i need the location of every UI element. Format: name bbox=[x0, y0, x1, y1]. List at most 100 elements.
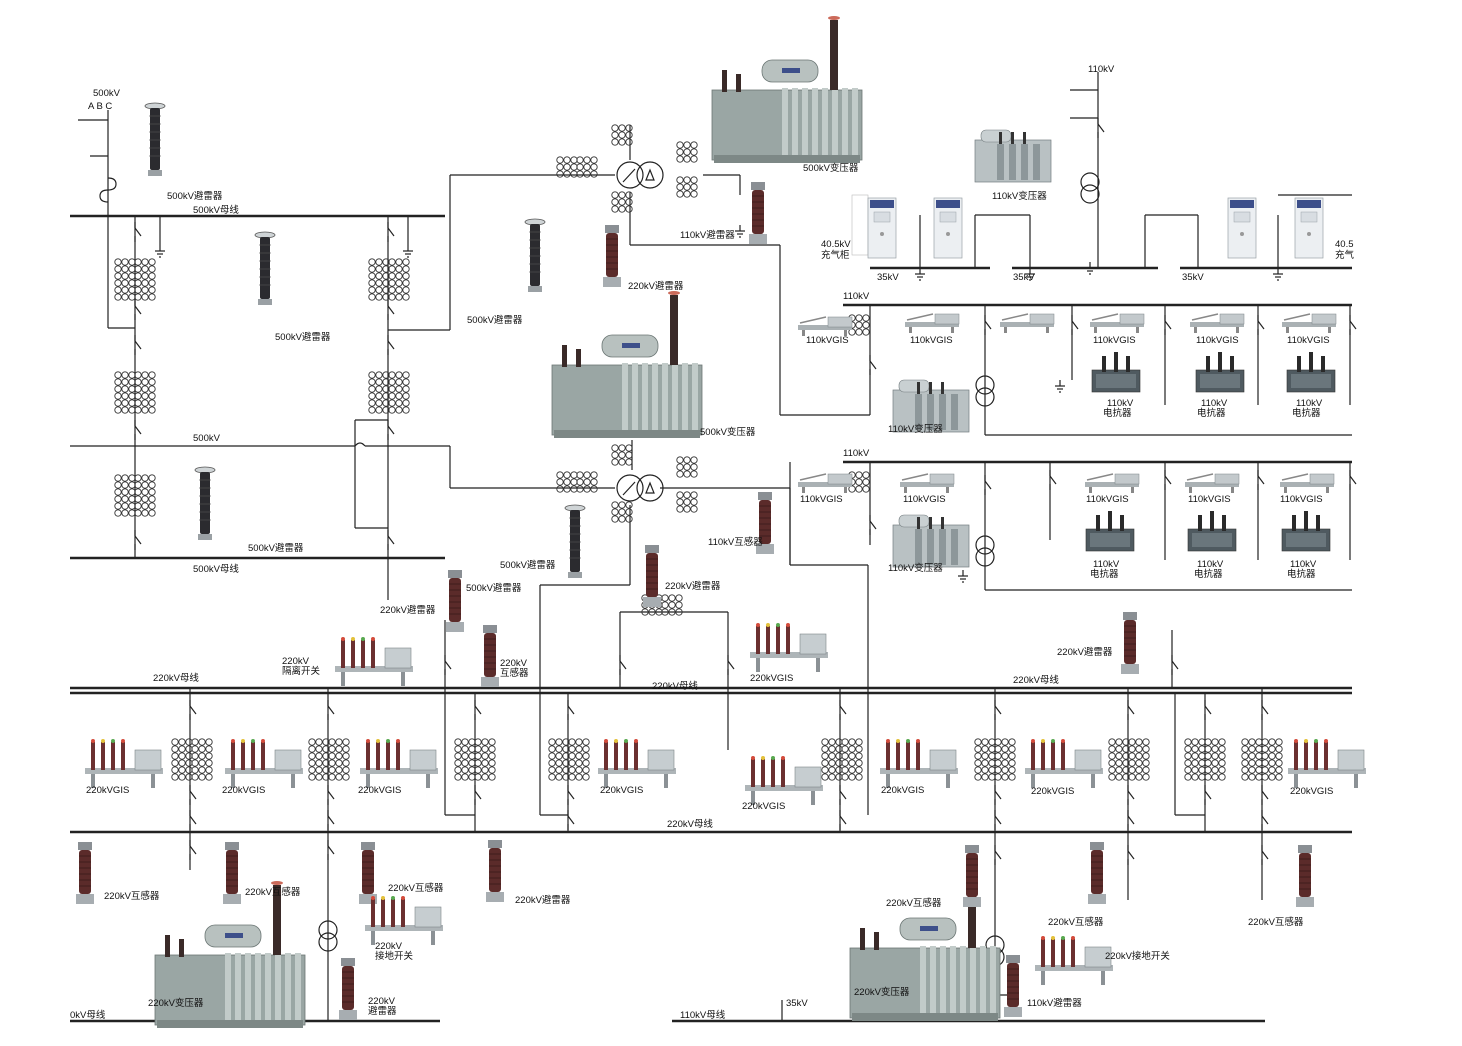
label-arr220-left: 220kV避雷器 bbox=[380, 604, 436, 616]
label-arr500-c: 500kV避雷器 bbox=[500, 559, 556, 571]
label-bus500-bot: 500kV母线 bbox=[193, 563, 239, 575]
label-gis110-j: 110kVGIS bbox=[1280, 494, 1323, 505]
label-arr500-a: 500kV避雷器 bbox=[275, 331, 331, 343]
label-sw220-1: 220kV bbox=[282, 656, 310, 667]
label-gis110-d: 110kVGIS bbox=[1196, 335, 1239, 346]
label-react-f2: 电抗器 bbox=[1287, 568, 1316, 580]
label-bus110-bot: 110kV母线 bbox=[680, 1009, 726, 1021]
label-bus220-c: 220kV母线 bbox=[1013, 674, 1059, 686]
label-ct220-b: 220kV互感器 bbox=[245, 886, 301, 898]
label-ct220-d: 220kV互感器 bbox=[886, 897, 942, 909]
label-cab405-l2: 充气柜 bbox=[821, 249, 850, 261]
switchgear-cabinets bbox=[851, 194, 1324, 259]
label-arr500-top: 500kV避雷器 bbox=[167, 190, 223, 202]
label-react-d1: 110kV bbox=[1093, 559, 1120, 570]
label-bus500-top: 500kV母线 bbox=[193, 204, 239, 216]
label-gis110-a: 110kVGIS bbox=[806, 335, 849, 346]
label-gis110-b: 110kVGIS bbox=[910, 335, 953, 346]
equipment-transformers bbox=[154, 15, 1052, 1029]
label-gis110-i: 110kVGIS bbox=[1188, 494, 1231, 505]
label-gis220-8: 220kVGIS bbox=[1290, 786, 1333, 797]
label-react-b2: 电抗器 bbox=[1197, 407, 1226, 419]
label-react-b1: 110kV bbox=[1201, 398, 1228, 409]
label-gis110-c: 110kVGIS bbox=[1093, 335, 1136, 346]
label-react-c1: 110kV bbox=[1296, 398, 1323, 409]
label-gis110-e: 110kVGIS bbox=[1287, 335, 1330, 346]
label-gis220-1: 220kVGIS bbox=[86, 785, 129, 796]
xf220-b-image bbox=[849, 873, 1001, 1022]
label-gis220-5: 220kVGIS bbox=[742, 801, 785, 812]
label-ct220-1: 220kV bbox=[500, 658, 528, 669]
label-es220-r: 220kV接地开关 bbox=[1105, 950, 1170, 962]
xf110-top-image bbox=[974, 129, 1052, 183]
label-35kv-bot: 35kV bbox=[786, 998, 808, 1009]
label-gis110-f: 110kVGIS bbox=[800, 494, 843, 505]
label-xf110-top: 110kV变压器 bbox=[992, 190, 1047, 202]
label-gis220-7: 220kVGIS bbox=[1031, 786, 1074, 797]
label-react-a2: 电抗器 bbox=[1103, 407, 1132, 419]
label-ct110: 110kV互感器 bbox=[708, 536, 763, 548]
label-xf500-mid: 500kV变压器 bbox=[700, 426, 756, 438]
label-arr220-bl1: 220kV bbox=[368, 996, 396, 1007]
label-react-f1: 110kV bbox=[1290, 559, 1317, 570]
label-gis220-2: 220kVGIS bbox=[222, 785, 265, 796]
label-xf110-b: 110kV变压器 bbox=[888, 562, 943, 574]
label-arr220-top: 220kV避雷器 bbox=[628, 280, 684, 292]
label-ct220-2: 互感器 bbox=[500, 667, 529, 679]
xf500-top-image bbox=[711, 15, 863, 164]
diagram-labels: 500kV A B C 500kV避雷器 500kV母线 500kV避雷器 50… bbox=[70, 64, 1355, 1021]
label-xf220-a: 220kV变压器 bbox=[148, 997, 204, 1009]
label-gis220-4: 220kVGIS bbox=[600, 785, 643, 796]
label-arr110-bot: 110kV避雷器 bbox=[1027, 997, 1082, 1009]
busbars bbox=[70, 214, 1352, 1023]
label-xf110-a: 110kV变压器 bbox=[888, 423, 943, 435]
label-500kv: 500kV bbox=[93, 88, 121, 99]
label-bus220-b: 220kV母线 bbox=[652, 680, 698, 692]
label-ct220-f: 220kV互感器 bbox=[1248, 916, 1304, 928]
label-arr500-bot: 500kV避雷器 bbox=[248, 542, 304, 554]
label-gis220-3: 220kVGIS bbox=[358, 785, 401, 796]
label-bus220-a: 220kV母线 bbox=[153, 672, 199, 684]
xf110-b-image bbox=[892, 514, 970, 568]
label-bus110-2: 110kV bbox=[843, 448, 870, 459]
label-arr500-b: 500kV避雷器 bbox=[467, 314, 523, 326]
label-arr220-mid: 220kV避雷器 bbox=[665, 580, 721, 592]
current-transformer-groups bbox=[115, 124, 1282, 780]
label-gis110-g: 110kVGIS bbox=[903, 494, 946, 505]
label-arr500-d: 500kV避雷器 bbox=[466, 582, 522, 594]
label-35kv-b: 35kV bbox=[1013, 272, 1035, 283]
label-35kv-a: 35kV bbox=[877, 272, 899, 283]
label-110kv-top: 110kV bbox=[1088, 64, 1115, 75]
label-ct220-c: 220kV互感器 bbox=[388, 882, 444, 894]
label-ct220-e: 220kV互感器 bbox=[1048, 916, 1104, 928]
label-es220-2: 接地开关 bbox=[375, 950, 414, 962]
label-gis110-h: 110kVGIS bbox=[1086, 494, 1129, 505]
label-ct220-a: 220kV互感器 bbox=[104, 890, 160, 902]
label-gis220-6: 220kVGIS bbox=[881, 785, 924, 796]
label-bus-left: 0kV母线 bbox=[70, 1009, 106, 1021]
label-react-d2: 电抗器 bbox=[1090, 568, 1119, 580]
label-phases: A B C bbox=[88, 101, 112, 112]
label-xf220-b: 220kV变压器 bbox=[854, 986, 910, 998]
label-react-e1: 110kV bbox=[1197, 559, 1224, 570]
label-bus110-1: 110kV bbox=[843, 291, 870, 302]
label-xf500-top: 500kV变压器 bbox=[803, 162, 859, 174]
label-cab405-r: 40.5 bbox=[1335, 239, 1354, 250]
label-500kv-mid: 500kV bbox=[193, 433, 221, 444]
label-arr110-top: 110kV避雷器 bbox=[680, 229, 735, 241]
label-35kv-c: 35kV bbox=[1182, 272, 1204, 283]
label-bus220-d: 220kV母线 bbox=[667, 818, 713, 830]
label-react-c2: 电抗器 bbox=[1292, 407, 1321, 419]
label-arr220-bot: 220kV避雷器 bbox=[515, 894, 571, 906]
label-es220-1: 220kV bbox=[375, 941, 403, 952]
label-arr220-right: 220kV避雷器 bbox=[1057, 646, 1113, 658]
label-cab405-r2: 充气 bbox=[1335, 249, 1355, 261]
label-gis220-top: 220kVGIS bbox=[750, 673, 793, 684]
label-react-a1: 110kV bbox=[1107, 398, 1134, 409]
label-sw220-2: 隔离开关 bbox=[282, 665, 321, 677]
label-cab405-l1: 40.5kV bbox=[821, 239, 851, 250]
label-react-e2: 电抗器 bbox=[1194, 568, 1223, 580]
xf500-mid-image bbox=[551, 290, 703, 439]
equipment-reactors bbox=[1085, 351, 1336, 552]
